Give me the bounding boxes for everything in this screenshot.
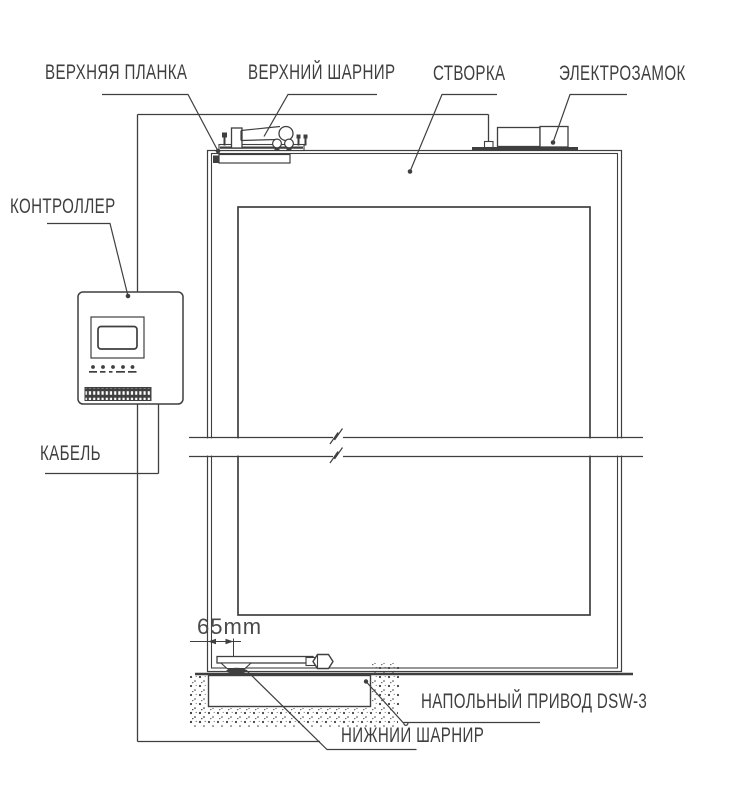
leader-top-plate [102,93,219,152]
hinge-arm [240,125,281,142]
cable-entry-tab [483,140,494,149]
controller-display [97,325,138,350]
label-top-hinge: ВЕРХНИЙ ШАРНИР [248,61,396,84]
lock-mount-plate [472,147,578,151]
label-dimension-65mm: 65mm [197,614,263,639]
break-lines [189,428,644,464]
controller-box [77,291,184,405]
cable-run [45,113,490,743]
top-hinge-assembly [213,125,308,164]
label-controller: КОНТРОЛЛЕР [10,195,116,218]
window-panel [237,206,591,616]
floor-drive-pit-box [207,674,372,708]
hinge-pivot [278,125,294,142]
label-electric-lock: ЭЛЕКТРОЗАМОК [559,62,686,85]
top-plate-bar [218,153,291,164]
label-floor-drive: НАПОЛЬНЫЙ ПРИВОД DSW-3 [421,690,648,713]
label-bottom-hinge: НИЖНИЙ ШАРНИР [341,724,485,747]
break-mark-bottom [329,447,343,464]
bottom-pivot-disc [226,667,247,674]
leader-door-leaf [409,93,497,172]
leader-bottom-hinge [245,669,417,751]
leader-controller [47,222,129,297]
label-cable: КАБЕЛЬ [40,442,101,465]
leader-lines [47,93,627,751]
terminal-block [84,387,152,401]
concrete-hatch [188,663,399,727]
dimension-65mm [190,638,241,657]
electric-lock-assembly [472,125,578,151]
leader-floor-drive [365,681,540,724]
floor-drive-arm [216,653,334,674]
label-door-leaf: СТВОРКА [433,62,506,85]
break-mark-top [329,428,343,445]
plate-end-block [213,155,221,163]
label-top-plate: ВЕРХНЯЯ ПЛАНКА [45,61,188,84]
controller-leds [89,365,137,373]
hinge-post [230,127,243,149]
leader-dots [125,140,556,684]
leader-top-hinge [263,93,377,137]
hex-bolt [312,653,334,670]
leader-electric-lock [552,93,627,143]
door-leaf-outline [206,149,623,673]
